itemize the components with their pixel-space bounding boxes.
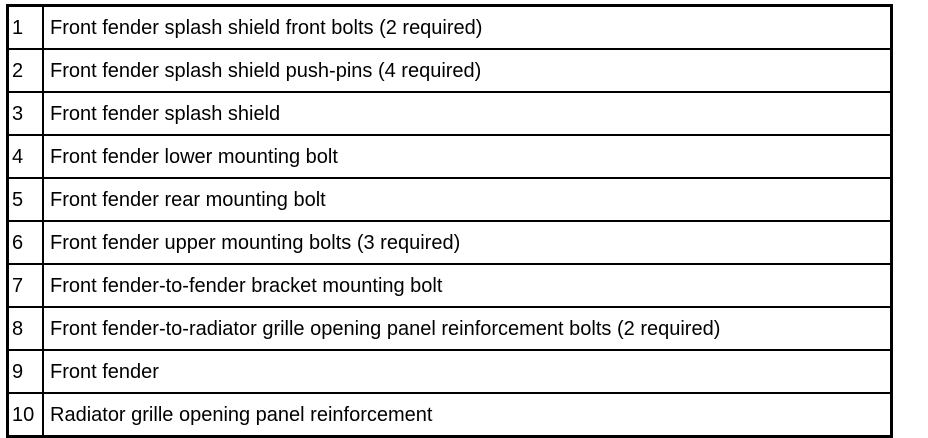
item-description: Front fender lower mounting bolt: [42, 134, 893, 179]
item-number: 6: [6, 220, 44, 265]
item-number: 9: [6, 349, 44, 394]
table-row: 10 Radiator grille opening panel reinfor…: [6, 392, 893, 438]
table-row: 5 Front fender rear mounting bolt: [6, 177, 893, 222]
item-number: 8: [6, 306, 44, 351]
item-description: Front fender: [42, 349, 893, 394]
item-number: 5: [6, 177, 44, 222]
table-row: 6 Front fender upper mounting bolts (3 r…: [6, 220, 893, 265]
item-number: 2: [6, 48, 44, 93]
table-row: 8 Front fender-to-radiator grille openin…: [6, 306, 893, 351]
item-description: Front fender splash shield front bolts (…: [42, 4, 893, 50]
parts-legend-table: 1 Front fender splash shield front bolts…: [6, 4, 893, 438]
table-row: 3 Front fender splash shield: [6, 91, 893, 136]
item-number: 1: [6, 4, 44, 50]
table-row: 2 Front fender splash shield push-pins (…: [6, 48, 893, 93]
item-description: Front fender splash shield push-pins (4 …: [42, 48, 893, 93]
table-row: 1 Front fender splash shield front bolts…: [6, 4, 893, 50]
item-description: Front fender rear mounting bolt: [42, 177, 893, 222]
item-description: Radiator grille opening panel reinforcem…: [42, 392, 893, 438]
item-description: Front fender upper mounting bolts (3 req…: [42, 220, 893, 265]
table-row: 9 Front fender: [6, 349, 893, 394]
table-row: 4 Front fender lower mounting bolt: [6, 134, 893, 179]
table-row: 7 Front fender-to-fender bracket mountin…: [6, 263, 893, 308]
item-description: Front fender-to-radiator grille opening …: [42, 306, 893, 351]
item-description: Front fender splash shield: [42, 91, 893, 136]
item-description: Front fender-to-fender bracket mounting …: [42, 263, 893, 308]
item-number: 3: [6, 91, 44, 136]
item-number: 10: [6, 392, 44, 438]
item-number: 4: [6, 134, 44, 179]
item-number: 7: [6, 263, 44, 308]
